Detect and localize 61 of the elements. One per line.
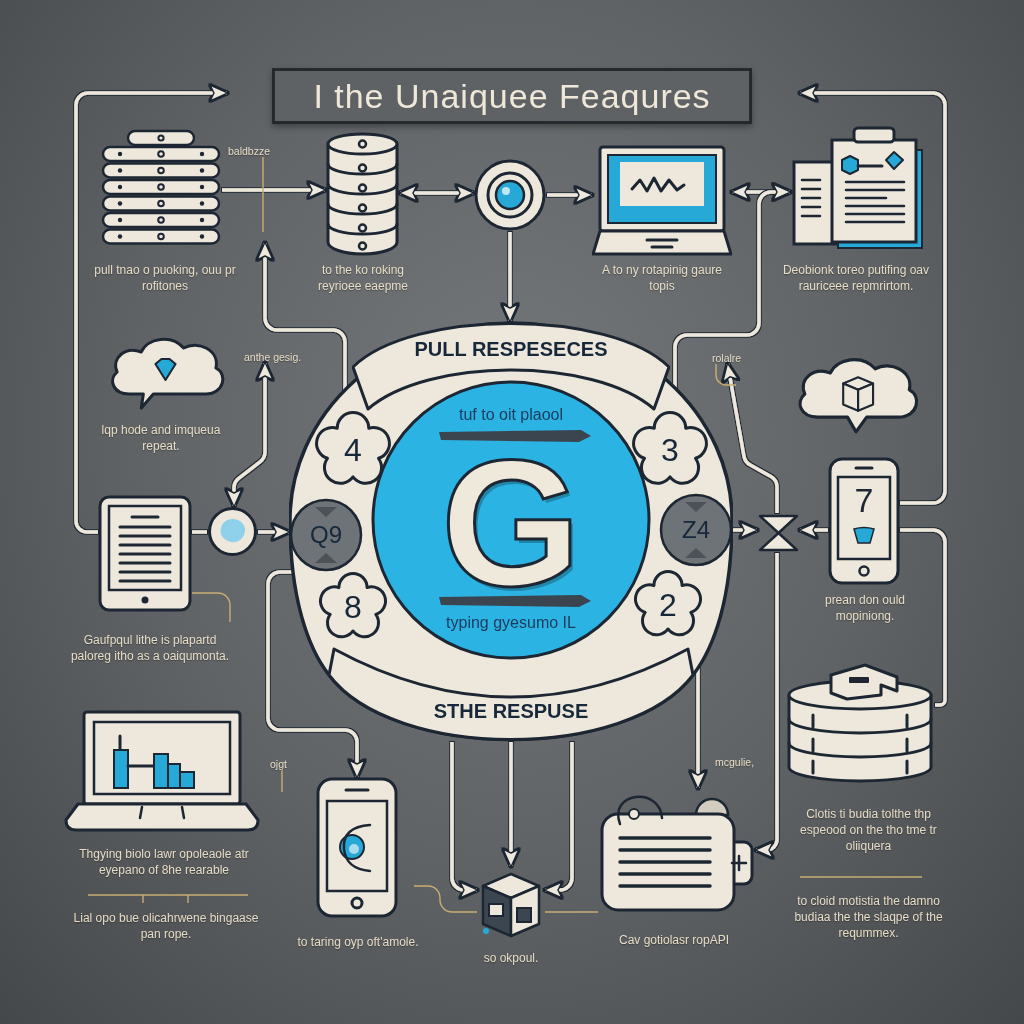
annotation: baldbzze — [228, 145, 271, 157]
node-label: to taring oyp oft'amole. — [297, 934, 419, 950]
arrow — [501, 232, 519, 323]
connector-line — [900, 528, 947, 707]
arrow — [722, 362, 779, 513]
leader-line — [281, 769, 283, 793]
arrow — [543, 742, 574, 899]
laptop-chart-icon — [64, 710, 260, 835]
phone-icon — [316, 777, 398, 918]
arrow — [798, 84, 947, 505]
annotation: rolalre — [712, 352, 742, 364]
leader-line — [191, 592, 231, 623]
node-label: Cav gotiolasr ropAPI — [618, 932, 730, 948]
node-label: Thgying biolo lawr opoleaole atr eyepano of 8he rearable — [78, 846, 250, 878]
arrow — [502, 742, 520, 868]
arrow — [266, 570, 366, 779]
phone-frame — [828, 457, 900, 585]
database-icon — [325, 130, 400, 258]
arrow — [450, 742, 479, 899]
arrow — [225, 361, 274, 508]
arrow — [733, 521, 759, 539]
number-bubble: Z4 — [659, 493, 733, 567]
arrow — [754, 553, 779, 859]
node-label: so okpoul. — [483, 950, 539, 966]
node-label: to cloid motistia the damno budiaa the the slaqpe of the reqummex. — [793, 893, 944, 941]
arrow — [798, 521, 828, 539]
node-label: Gaufpqul lithe is plapartd paloreg itho as a oaiqumonta. — [70, 632, 230, 664]
target-icon — [473, 158, 547, 232]
arrow — [398, 184, 475, 202]
annotation: ojgt — [270, 758, 287, 770]
node-label: to the ko roking reyrioee eaepme — [316, 262, 410, 294]
arrow — [689, 668, 707, 790]
disk-stack-icon — [100, 128, 222, 248]
arrow — [673, 183, 792, 388]
laptop-icon — [592, 145, 732, 258]
center-letter: G — [441, 453, 581, 593]
arrow — [222, 181, 327, 199]
connector-line — [192, 530, 207, 534]
ribbon-banner: STHE RESPUSE — [328, 645, 694, 742]
node-label: lqp hode and imqueua repeat. — [100, 422, 222, 454]
arrow — [547, 186, 594, 204]
hourglass-icon — [757, 513, 800, 553]
title: I the Unaiquee Feaqures — [272, 68, 752, 124]
leader-line — [262, 156, 264, 233]
node-label: A to ny rotapinig gaure topis — [600, 262, 724, 294]
annotation: anthe gesig. — [244, 351, 302, 363]
number-bubble: Q9 — [289, 498, 363, 572]
annotation: mcgulie, — [715, 756, 755, 768]
screen-digit: 7 — [853, 481, 875, 519]
node-label: Lial opo bue olicahrwene bingaase pan rope. — [72, 910, 260, 942]
arrow — [256, 241, 347, 390]
node-label: pull tnao o puoking, ouu pr rofitones — [93, 262, 237, 294]
node-label: Clotis ti budia tolthe thp espeood on the tho tme tr oliiquera — [799, 806, 938, 854]
circle-icon — [207, 506, 258, 557]
node-label: Deobionk toreo putifing oav rauriceee repmrirtom. — [781, 262, 931, 294]
disk-caption: typing gyesumo IL — [446, 613, 576, 633]
leader-line — [413, 885, 478, 913]
tablet-icon — [98, 495, 192, 612]
leader-line — [544, 911, 599, 913]
node-label: prean don ould mopiniong. — [823, 592, 907, 624]
leader-line — [715, 363, 737, 386]
